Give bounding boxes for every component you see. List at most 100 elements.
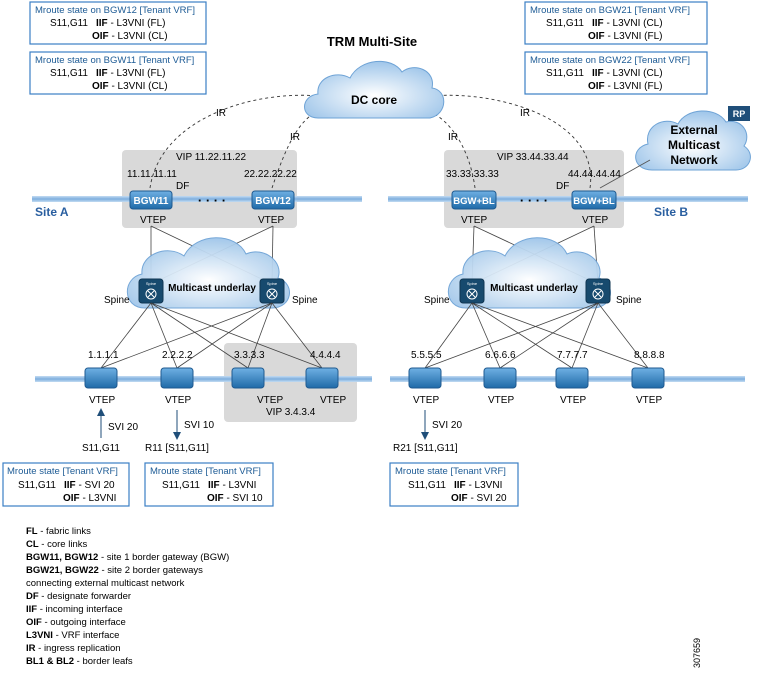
bgw-dots-b: · · · · bbox=[520, 193, 548, 208]
external-multicast-cloud: External Multicast Network bbox=[635, 110, 751, 171]
underlay-label-a: Multicast underlay bbox=[168, 283, 256, 294]
leaf6-device bbox=[483, 367, 517, 389]
leaf5-device bbox=[408, 367, 442, 389]
mroute-title: Mroute state on BGW22 [Tenant VRF] bbox=[530, 55, 690, 66]
legend-item: OIF - outgoing interface bbox=[26, 617, 126, 628]
switch-icon bbox=[266, 288, 278, 300]
r11-label: R11 [S11,G11] bbox=[145, 443, 209, 454]
mroute-iif-label: IIF bbox=[96, 18, 108, 29]
mroute-oif-label: OIF bbox=[451, 493, 468, 504]
mroute-oif: - SVI 20 bbox=[468, 493, 507, 504]
bgw12-ip: 22.22.22.22 bbox=[244, 169, 297, 180]
leaf8-vtep: VTEP bbox=[636, 395, 662, 406]
bgw-dots-a: · · · · bbox=[198, 193, 226, 208]
mroute-box-bgw11: Mroute state on BGW11 [Tenant VRF] S11,G… bbox=[29, 51, 207, 95]
mroute-iif-label: IIF bbox=[592, 68, 604, 79]
mroute-sg: S11,G11 bbox=[546, 18, 584, 29]
bgw12-vtep: VTEP bbox=[258, 215, 284, 226]
bgw21-vtep: VTEP bbox=[461, 215, 487, 226]
mroute-oif: - L3VNI (CL) bbox=[109, 31, 168, 42]
mroute-title: Mroute state on BGW11 [Tenant VRF] bbox=[35, 55, 194, 66]
mroute-oif-label: OIF bbox=[588, 31, 605, 42]
mroute-iif-label: IIF bbox=[592, 18, 604, 29]
svg-text:OIF - L3VNI (CL): OIF - L3VNI (CL) bbox=[92, 31, 168, 42]
bgw12-name: BGW12 bbox=[255, 196, 291, 207]
spine-b2: Spine bbox=[585, 278, 611, 304]
leaf7-device bbox=[555, 367, 589, 389]
leaf2-device bbox=[160, 367, 194, 389]
rp-label: RP bbox=[733, 109, 746, 119]
spine-leaf-links bbox=[100, 302, 649, 369]
mroute-box-bgw22: Mroute state on BGW22 [Tenant VRF] S11,G… bbox=[524, 51, 708, 95]
r21-label: R21 [S11,G11] bbox=[393, 443, 458, 454]
mroute-title: Mroute state [Tenant VRF] bbox=[150, 466, 261, 477]
leaf4-ip: 4.4.4.4 bbox=[310, 350, 341, 361]
mroute-oif: - L3VNI (FL) bbox=[605, 81, 663, 92]
leaf-vip-region bbox=[224, 343, 357, 422]
mroute-sg: S11,G11 bbox=[50, 18, 88, 29]
mroute-box-bgw12: Mroute state on BGW12 [Tenant VRF] S11,G… bbox=[29, 1, 207, 45]
df-label-a: DF bbox=[176, 181, 189, 192]
external-link bbox=[599, 159, 651, 189]
legend: FL - fabric links CL - core links BGW11,… bbox=[26, 526, 229, 667]
mroute-iif: - L3VNI (CL) bbox=[604, 18, 663, 29]
leaf4-device bbox=[305, 367, 339, 389]
mroute-oif-label: OIF bbox=[92, 81, 109, 92]
mroute-iif-label: IIF bbox=[208, 480, 220, 491]
dc-core-cloud: DC core bbox=[304, 60, 445, 119]
bgw22-name: BGW+BL bbox=[573, 196, 615, 207]
mroute-sg: S11,G11 bbox=[18, 480, 56, 491]
site-bar-b bbox=[388, 196, 748, 202]
dc-core-label: DC core bbox=[351, 93, 397, 107]
svg-text:OIF - L3VNI (FL): OIF - L3VNI (FL) bbox=[588, 31, 662, 42]
bgw21-ip: 33.33.33.33 bbox=[446, 169, 499, 180]
diagram-title: TRM Multi-Site bbox=[327, 34, 417, 49]
mroute-iif: - L3VNI bbox=[466, 480, 503, 491]
leaf1-vtep: VTEP bbox=[89, 395, 115, 406]
bgw11-vtep: VTEP bbox=[140, 215, 166, 226]
leaf-bar-a bbox=[35, 376, 372, 382]
vip-a-label: VIP 11.22.11.22 bbox=[176, 152, 246, 163]
svg-text:OIF - L3VNI (CL): OIF - L3VNI (CL) bbox=[92, 81, 168, 92]
mroute-oif-label: OIF bbox=[92, 31, 109, 42]
mroute-iif-label: IIF bbox=[96, 68, 108, 79]
leaf-devices bbox=[84, 367, 665, 389]
underlay-label-b: Multicast underlay bbox=[490, 283, 578, 294]
mroute-oif-label: OIF bbox=[588, 81, 605, 92]
r11-svi: SVI 10 bbox=[184, 420, 214, 431]
external-label-3: Network bbox=[670, 153, 718, 167]
r21-svi: SVI 20 bbox=[432, 420, 462, 431]
site-a-label: Site A bbox=[35, 205, 69, 219]
vip-leaf-label: VIP 3.4.3.4 bbox=[266, 407, 316, 418]
leaf5-vtep: VTEP bbox=[413, 395, 439, 406]
site-b-label: Site B bbox=[654, 205, 688, 219]
bgw22-ip: 44.44.44.44 bbox=[568, 169, 621, 180]
spine-b2-icon-label: Spine bbox=[593, 281, 604, 286]
bgw11-name: BGW11 bbox=[133, 196, 168, 207]
mroute-iif: - L3VNI (FL) bbox=[108, 68, 166, 79]
mroute-oif: - L3VNI (FL) bbox=[605, 31, 663, 42]
figure-id: 307659 bbox=[692, 638, 702, 668]
leaf3-device bbox=[231, 367, 265, 389]
mroute-sg: S11,G11 bbox=[546, 68, 584, 79]
bgw22-device: BGW+BL bbox=[571, 190, 617, 210]
s11-label: S11,G11 bbox=[82, 443, 120, 454]
leaf6-ip: 6.6.6.6 bbox=[485, 350, 516, 361]
svg-text:OIF - SVI 10: OIF - SVI 10 bbox=[207, 493, 263, 504]
mroute-oif: - L3VNI (CL) bbox=[109, 81, 168, 92]
mroute-oif-label: OIF bbox=[207, 493, 224, 504]
spine-b1-icon-label: Spine bbox=[467, 281, 478, 286]
leaf7-vtep: VTEP bbox=[560, 395, 586, 406]
vip-b-label: VIP 33.44.33.44 bbox=[497, 152, 569, 163]
mroute-title: Mroute state on BGW21 [Tenant VRF] bbox=[530, 5, 690, 16]
ir-label-4: IR bbox=[520, 108, 530, 119]
legend-item: CL - core links bbox=[26, 539, 87, 550]
